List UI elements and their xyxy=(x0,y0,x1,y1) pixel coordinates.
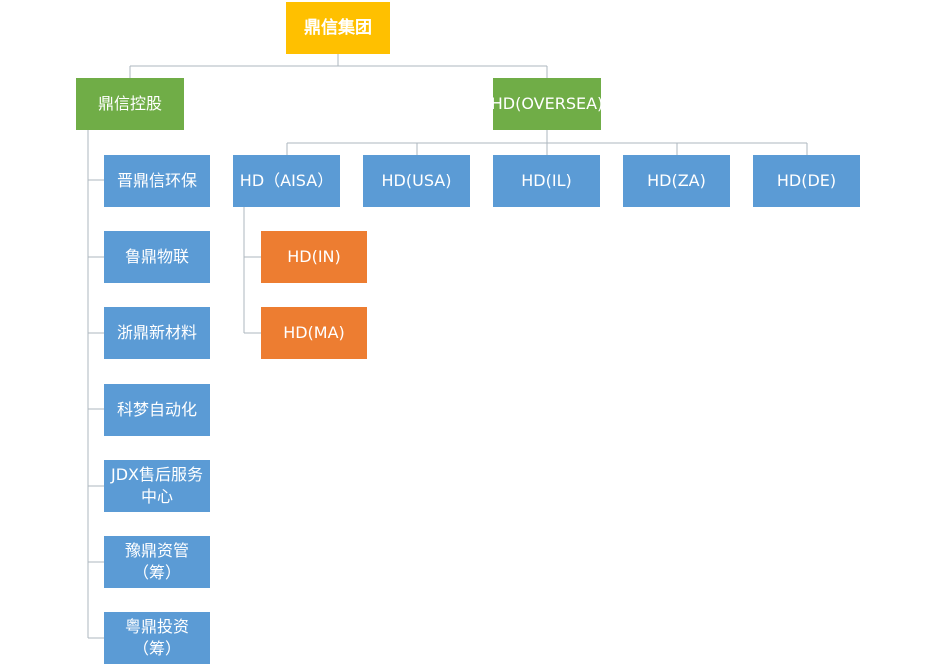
holding-unit-5-line-1: JDX售后服务 xyxy=(110,465,203,484)
oversea-unit-il[interactable]: HD(IL) xyxy=(493,155,600,207)
org-root[interactable]: 鼎信集团 xyxy=(286,2,390,54)
holding-unit-7[interactable]: 粤鼎投资 （筹） xyxy=(104,612,210,664)
aisa-unit-ma[interactable]: HD(MA) xyxy=(261,307,367,359)
aisa-unit-in[interactable]: HD(IN) xyxy=(261,231,367,283)
holding-unit-5[interactable]: JDX售后服务 中心 xyxy=(104,460,210,512)
holding-unit-7-line-1: 粤鼎投资 xyxy=(124,617,189,636)
holding-unit-3[interactable]: 浙鼎新材料 xyxy=(104,307,210,359)
org-holding[interactable]: 鼎信控股 xyxy=(76,78,184,130)
holding-unit-6-line-2: （筹） xyxy=(132,563,181,582)
holding-unit-7-line-2: （筹） xyxy=(132,639,181,658)
org-oversea[interactable]: HD(OVERSEA) xyxy=(491,78,603,130)
holding-unit-2[interactable]: 鲁鼎物联 xyxy=(104,231,210,283)
oversea-unit-aisa[interactable]: HD（AISA） xyxy=(233,155,340,207)
holding-unit-6[interactable]: 豫鼎资管 （筹） xyxy=(104,536,210,588)
holding-unit-5-line-2: 中心 xyxy=(140,487,173,506)
holding-unit-4[interactable]: 科梦自动化 xyxy=(104,384,210,436)
holding-unit-1[interactable]: 晋鼎信环保 xyxy=(104,155,210,207)
oversea-unit-de[interactable]: HD(DE) xyxy=(753,155,860,207)
holding-unit-6-line-1: 豫鼎资管 xyxy=(124,541,189,560)
oversea-unit-za[interactable]: HD(ZA) xyxy=(623,155,730,207)
oversea-unit-usa[interactable]: HD(USA) xyxy=(363,155,470,207)
